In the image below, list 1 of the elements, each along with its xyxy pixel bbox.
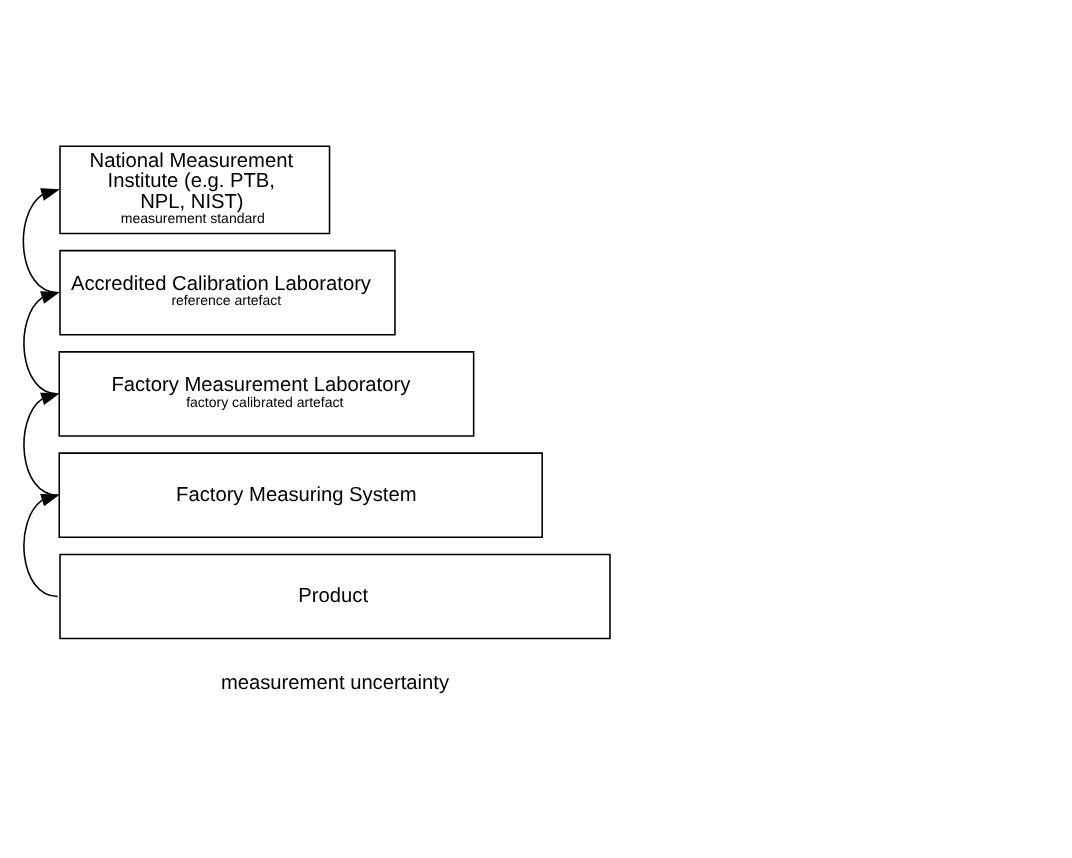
label: measurement uncertainty bbox=[220, 673, 450, 696]
